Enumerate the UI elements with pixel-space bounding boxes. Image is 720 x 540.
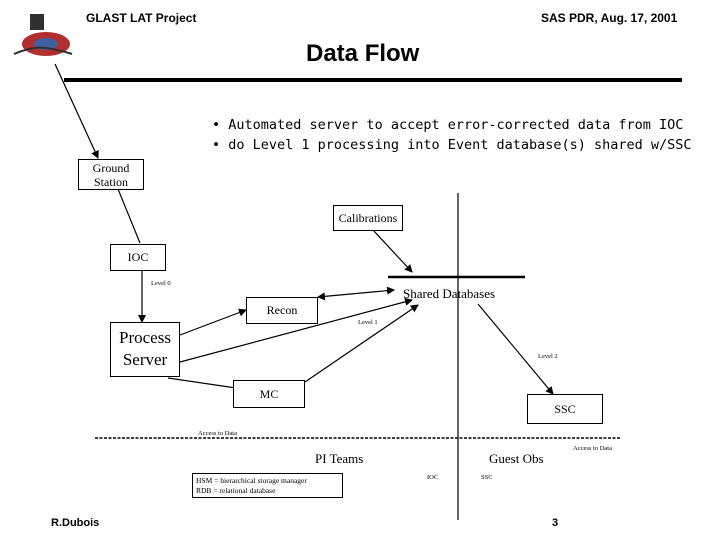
bullet-dot: • [212, 137, 229, 153]
legend-line-rdb: RDB = relational database [196, 486, 276, 495]
footer-page-number: 3 [552, 517, 559, 529]
access-label-left: Access to Data [198, 430, 237, 437]
line-ps-to-mc [167, 377, 237, 389]
level0-label: Level 0 [151, 280, 171, 287]
pi-teams-label: PI Teams [315, 451, 364, 466]
guest-obs-label: Guest Obs [489, 451, 544, 466]
header-date: SAS PDR, Aug. 17, 2001 [541, 11, 678, 25]
shared-databases-label: Shared Databases [403, 286, 496, 301]
page-title: Data Flow [306, 40, 420, 67]
ssc-node: SSC [527, 394, 603, 424]
line-ground-to-ioc [117, 188, 141, 244]
footer-author: R.Dubois [51, 517, 100, 529]
ground-station-node: Ground Station [78, 159, 144, 190]
glast-logo [12, 10, 74, 64]
ssc-small-label: SSC [481, 474, 493, 481]
level1-label: Level 1 [358, 319, 378, 326]
bullet-item: • do Level 1 processing into Event datab… [212, 137, 692, 153]
line-level1 [179, 297, 413, 363]
mc-node: MC [233, 380, 305, 408]
line-level2 [477, 303, 554, 395]
access-label-right: Access to Data [573, 445, 612, 452]
ioc-node: IOC [110, 244, 166, 271]
arrow-logo-to-ground [54, 63, 99, 159]
line-mc-to-db [304, 304, 419, 383]
header-project: GLAST LAT Project [86, 11, 197, 25]
line-calib-to-db [372, 229, 413, 273]
calibrations-node: Calibrations [333, 205, 403, 231]
arrow-recon-db [317, 286, 395, 301]
bullet-list: • Automated server to accept error-corre… [212, 115, 692, 155]
legend-box: HSM = hierarchical storage manager RDB =… [192, 473, 343, 498]
bullet-item: • Automated server to accept error-corre… [212, 117, 684, 133]
line-ps-to-recon [179, 308, 247, 336]
ioc-small-label: IOC [427, 474, 439, 481]
logo-graphic [13, 14, 73, 56]
bullet-dot: • [212, 117, 229, 133]
level2-label: Level 2 [538, 353, 558, 360]
title-rule [64, 78, 682, 82]
recon-node: Recon [246, 297, 318, 324]
legend-line-hsm: HSM = hierarchical storage manager [196, 476, 307, 485]
process-server-node: Process Server [110, 322, 180, 377]
